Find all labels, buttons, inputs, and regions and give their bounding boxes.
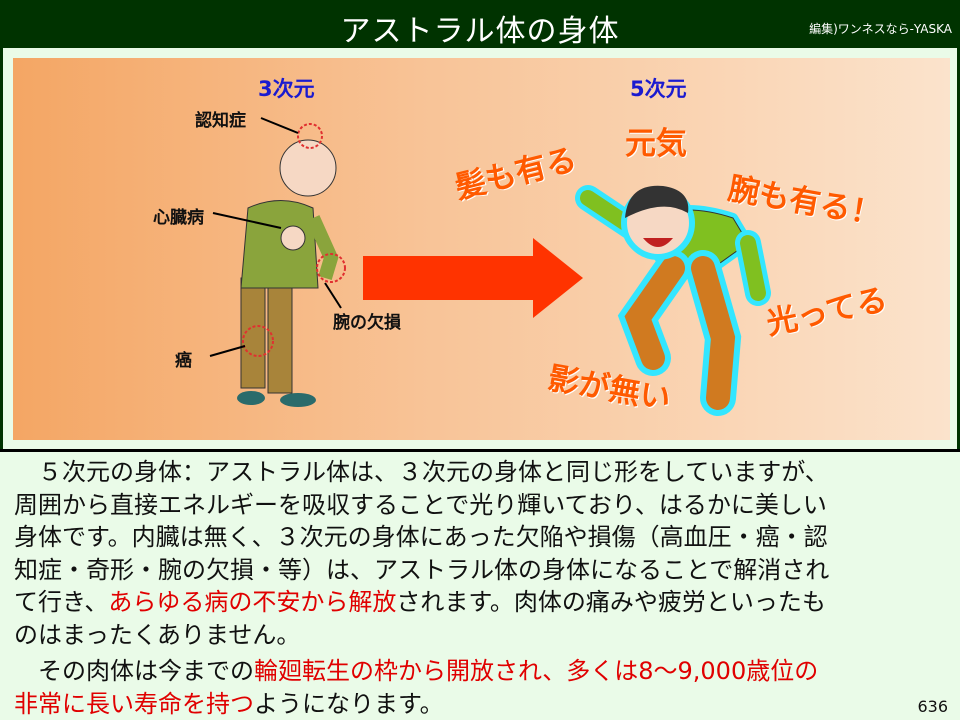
text-segment: その肉体は今までの xyxy=(14,657,254,685)
text-segment: のはまったくありません。 xyxy=(14,620,301,649)
body-line: 知症・奇形・腕の欠損・等）は、アストラル体の身体になることで解消され xyxy=(14,554,954,587)
title-bar: アストラル体の身体 編集)ワンネスなら-YASKA xyxy=(0,0,960,49)
highlighted-text: 非常に長い寿命を持つ xyxy=(14,689,254,718)
divider xyxy=(0,449,960,452)
benefit-energetic: 元気 xyxy=(625,126,687,162)
ailment-cancer: 癌 xyxy=(175,351,192,371)
transition-arrow xyxy=(363,238,583,318)
ailment-dementia: 認知症 xyxy=(195,111,246,131)
elderly-man-figure xyxy=(209,117,346,407)
label-5d: 5次元 xyxy=(630,77,687,101)
body-line: 非常に長い寿命を持つようになります。 xyxy=(14,688,954,720)
highlighted-text: あらゆる病の不安から解放 xyxy=(108,588,397,616)
text-segment: 知症・奇形・腕の欠損・等）は、アストラル体の身体になることで解消され xyxy=(14,555,830,584)
body-line: て行き、あらゆる病の不安から解放されます。肉体の痛みや疲労といったも xyxy=(14,586,954,619)
text-segment: て行き、 xyxy=(14,588,109,616)
label-3d: 3次元 xyxy=(258,77,315,101)
highlighted-text: 輪廻転生の枠から開放され、多くは8～9,000歳位の xyxy=(254,657,819,685)
body-line: ５次元の身体：アストラル体は、３次元の身体と同じ形をしていますが、 xyxy=(14,456,954,489)
body-line: 周囲から直接エネルギーを吸収することで光り輝いており、はるかに美しい xyxy=(14,489,954,522)
text-segment: ５次元の身体：アストラル体は、３次元の身体と同じ形をしていますが、 xyxy=(14,458,829,486)
text-segment: 周囲から直接エネルギーを吸収することで光り輝いており、はるかに美しい xyxy=(14,490,827,519)
text-segment: ようになります。 xyxy=(254,689,444,718)
astral-body-figure xyxy=(575,185,771,416)
text-segment: されます。肉体の痛みや疲労といったも xyxy=(396,588,826,616)
ailment-heart-disease: 心臓病 xyxy=(153,208,204,228)
text-segment: 身体です。内臓は無く、３次元の身体にあった欠陥や損傷（高血圧・癌・認 xyxy=(14,523,828,551)
illustration-panel: 3次元 5次元 認知症 心臓病 腕の欠損 癌 髪も有る 元気 腕も有る！ 光って… xyxy=(0,48,960,449)
illustration: 3次元 5次元 認知症 心臓病 腕の欠損 癌 髪も有る 元気 腕も有る！ 光って… xyxy=(13,58,950,440)
ailment-missing-arm: 腕の欠損 xyxy=(333,313,401,333)
credit: 編集)ワンネスなら-YASKA xyxy=(809,22,952,36)
body-line: 身体です。内臓は無く、３次元の身体にあった欠陥や損傷（高血圧・癌・認 xyxy=(14,521,954,554)
slide-title: アストラル体の身体 xyxy=(340,14,620,49)
body-line: その肉体は今までの輪廻転生の枠から開放され、多くは8～9,000歳位の xyxy=(14,655,954,688)
page-number: 636 xyxy=(917,697,948,716)
body-line: のはまったくありません。 xyxy=(14,619,954,652)
illustration-drawing xyxy=(209,117,771,416)
body-text: ５次元の身体：アストラル体は、３次元の身体と同じ形をしていますが、 周囲から直接… xyxy=(14,456,954,720)
